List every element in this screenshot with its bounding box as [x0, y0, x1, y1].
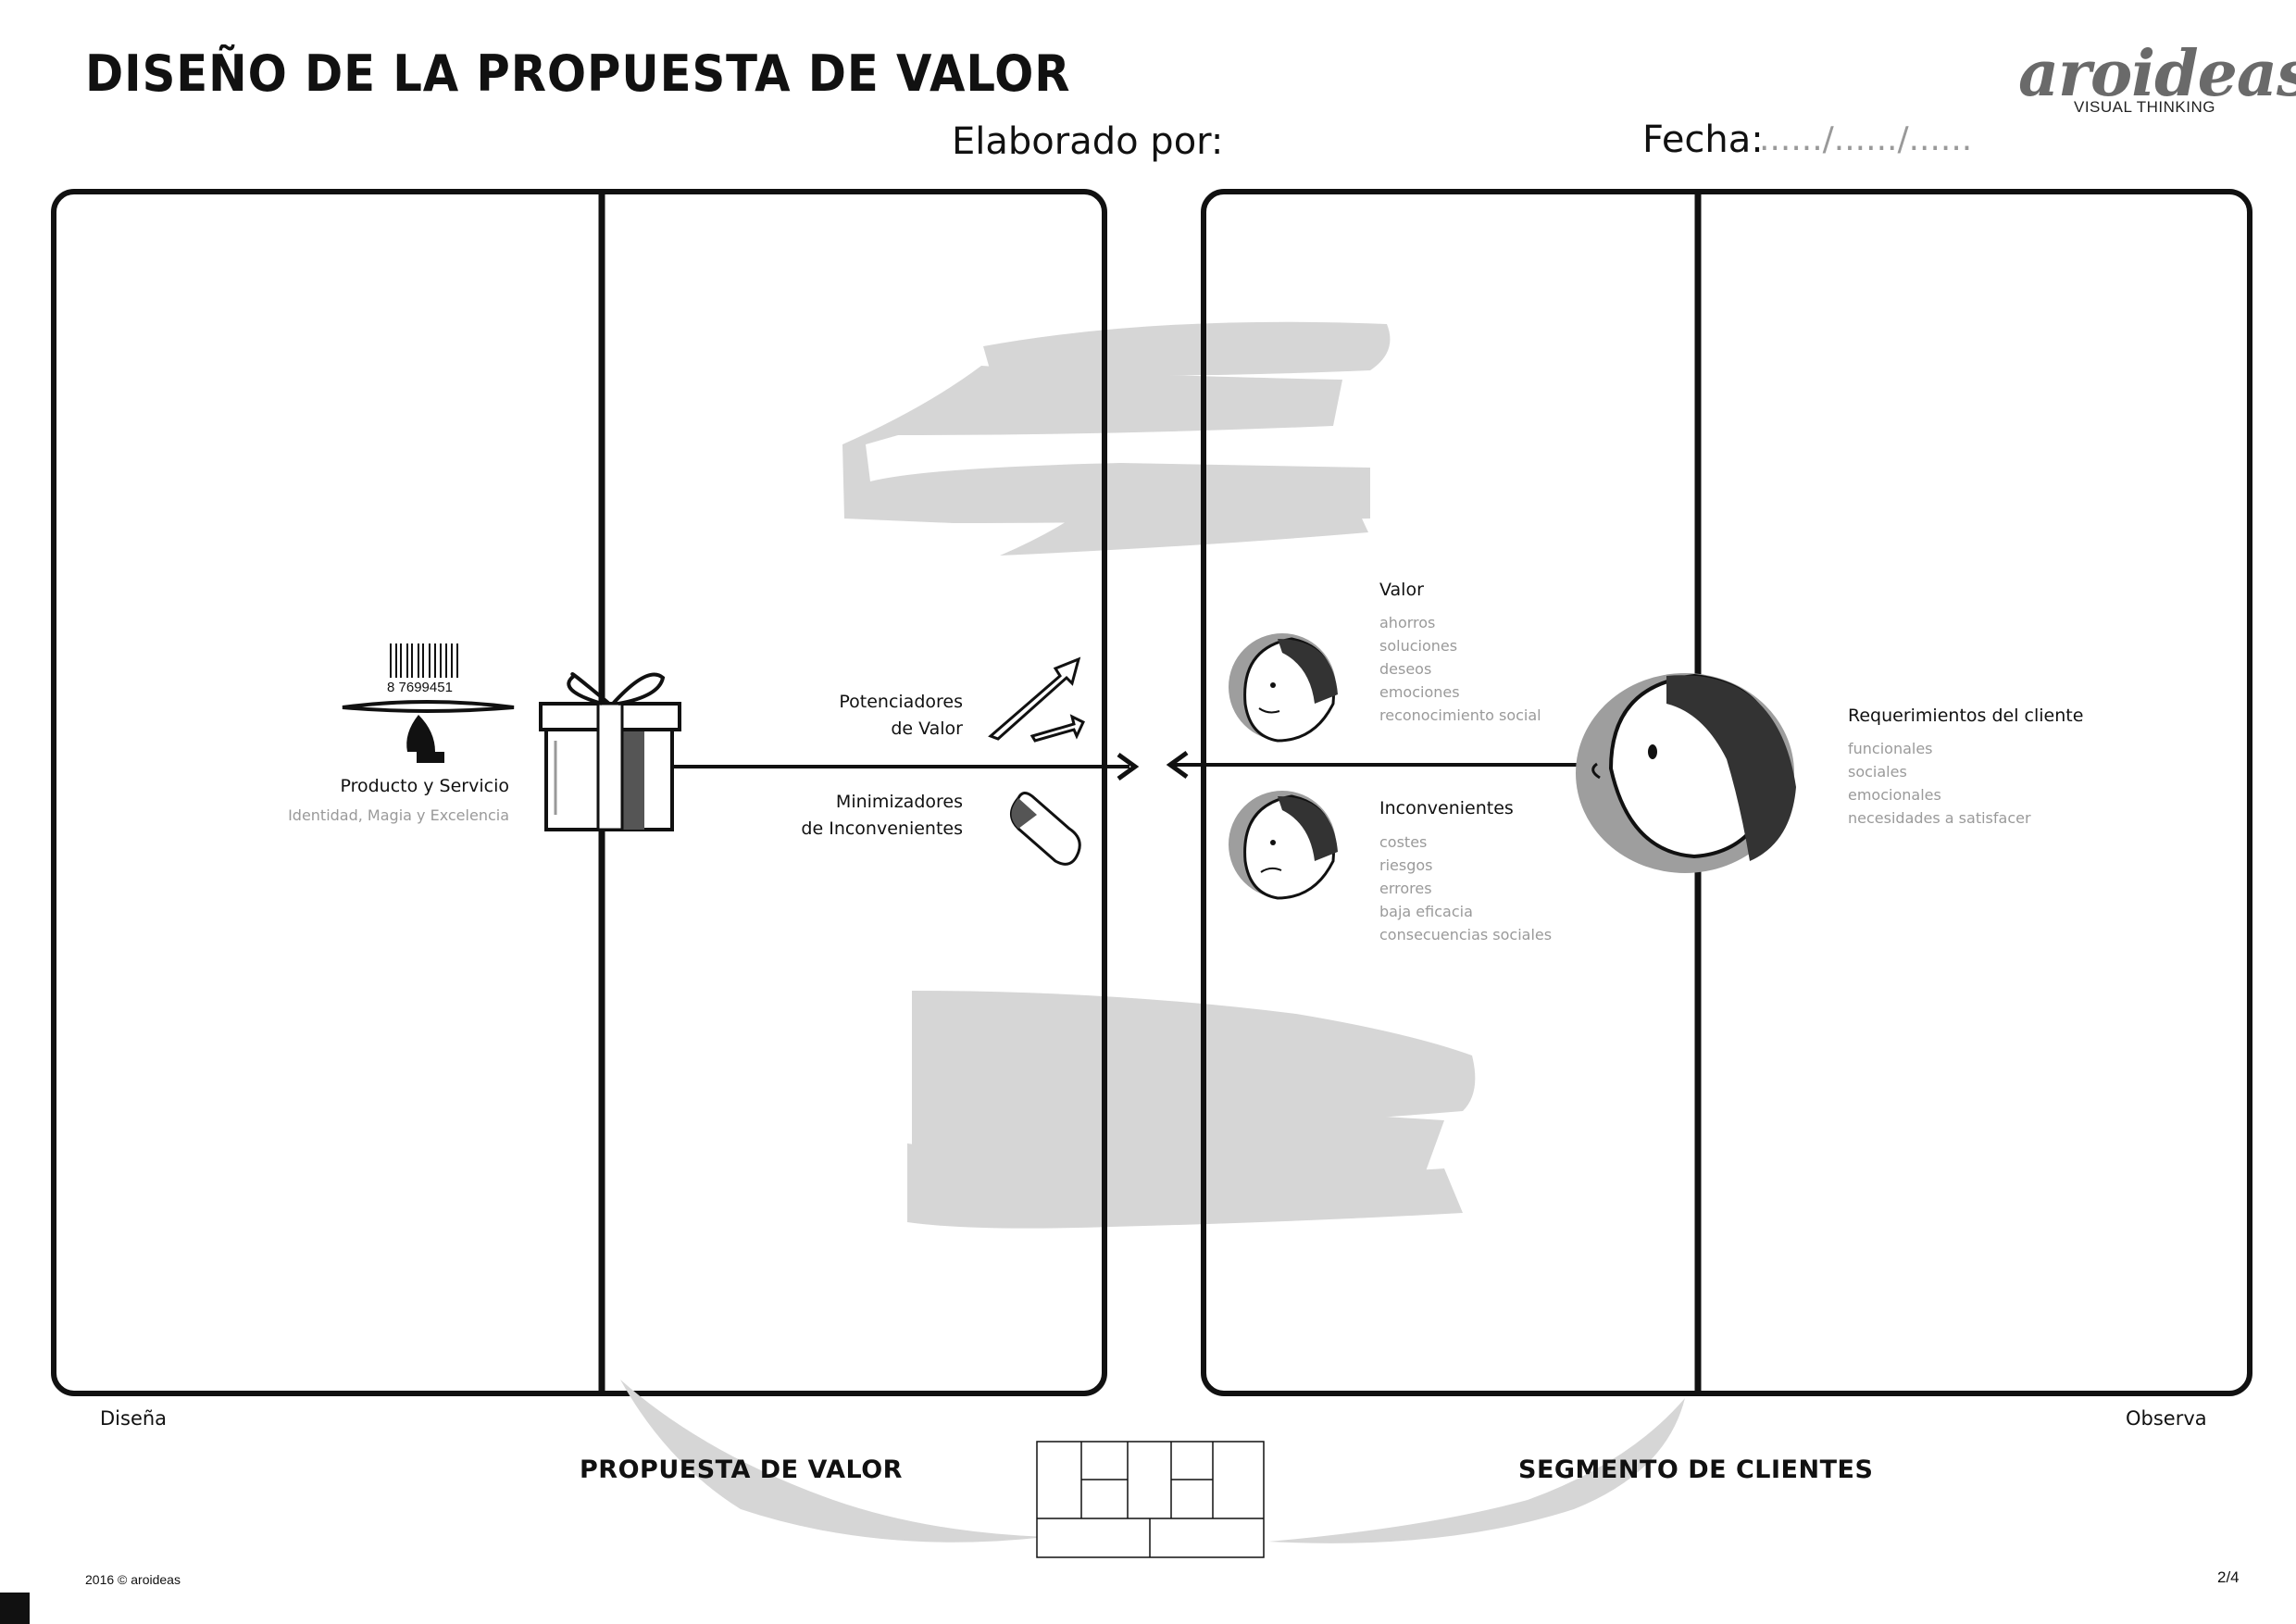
curve-right — [1268, 1398, 1685, 1543]
arrow-right-head — [1117, 752, 1140, 781]
list-item: funcionales — [1848, 740, 1933, 757]
barcode-tray-icon — [342, 643, 515, 763]
scribble-bottom — [907, 991, 1476, 1229]
inconvenientes-title: Inconvenientes — [1379, 798, 1514, 818]
list-item: soluciones — [1379, 637, 1458, 655]
propuesta-frame — [51, 189, 1107, 1396]
logo-tagline: VISUAL THINKING — [2074, 98, 2215, 116]
disena-label: Diseña — [100, 1407, 168, 1430]
list-item: riesgos — [1379, 856, 1433, 874]
page-title: DISEÑO DE LA PROPUESTA DE VALOR — [85, 44, 1071, 103]
observa-label: Observa — [2126, 1407, 2207, 1430]
propuesta-section-title: PROPUESTA DE VALOR — [580, 1455, 903, 1484]
happy-face-icon — [1229, 633, 1338, 743]
list-item: costes — [1379, 833, 1428, 851]
list-item: errores — [1379, 880, 1432, 897]
list-item: emocionales — [1848, 786, 1941, 804]
minimizadores-label: Minimizadores de Inconvenientes — [801, 792, 963, 839]
producto-sub: Identidad, Magia y Excelencia — [288, 806, 509, 824]
valor-title: Valor — [1379, 580, 1424, 600]
curve-left — [620, 1380, 1046, 1543]
requerimientos-title: Requerimientos del cliente — [1848, 706, 2084, 726]
list-item: reconocimiento social — [1379, 706, 1541, 724]
logo: aroideas — [2018, 37, 2296, 111]
list-item: sociales — [1848, 763, 1907, 781]
requerimientos-list: funcionales sociales emocionales necesid… — [1848, 737, 2031, 830]
corner-mark — [0, 1593, 30, 1624]
elaborado-label: Elaborado por: — [952, 120, 1224, 163]
fecha-field[interactable]: ....../....../...... — [1759, 120, 1973, 158]
list-item: necesidades a satisfacer — [1848, 809, 2031, 827]
gift-icon — [539, 672, 681, 831]
arrow-left-head — [1166, 750, 1189, 780]
segmento-section-title: SEGMENTO DE CLIENTES — [1518, 1455, 1874, 1484]
list-item: ahorros — [1379, 614, 1436, 631]
customer-face-icon — [1576, 673, 1796, 873]
page-number: 2/4 — [2217, 1568, 2240, 1586]
scribble-top — [842, 321, 1391, 556]
segmento-frame — [1201, 189, 2252, 1396]
inconvenientes-list: costes riesgos errores baja eficacia con… — [1379, 831, 1552, 946]
valor-list: ahorros soluciones deseos emociones reco… — [1379, 611, 1541, 727]
producto-label: Producto y Servicio — [340, 776, 509, 796]
growth-arrows-icon — [988, 656, 1085, 743]
list-item: deseos — [1379, 660, 1432, 678]
pill-icon — [1010, 792, 1081, 866]
list-item: baja eficacia — [1379, 903, 1473, 920]
potenciadores-label: Potenciadores de Valor — [839, 692, 963, 739]
list-item: emociones — [1379, 683, 1460, 701]
barcode-number: 8 7699451 — [387, 680, 453, 695]
fecha-label: Fecha: — [1642, 119, 1764, 161]
business-model-canvas-thumbnail — [1036, 1441, 1265, 1558]
list-item: consecuencias sociales — [1379, 926, 1553, 943]
sad-face-icon — [1229, 791, 1338, 900]
copyright: 2016 © aroideas — [85, 1572, 181, 1587]
